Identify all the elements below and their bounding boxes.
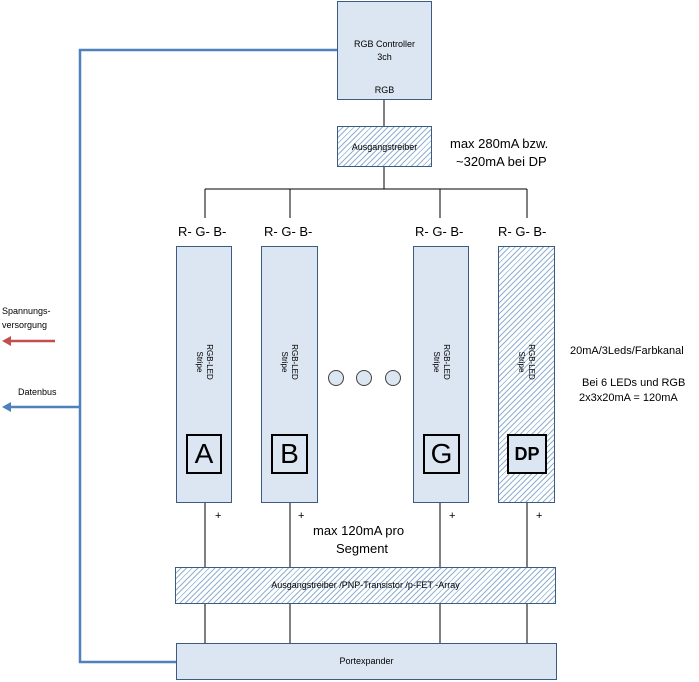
stripe-dp: RGB-LED Stripe DP	[498, 246, 555, 503]
power-arrow-head	[2, 336, 11, 346]
output-driver-bottom-label: Ausgangstreiber /PNP-Transistor /p-FET -…	[271, 580, 460, 590]
output-driver-top: Ausgangstreiber	[337, 126, 432, 167]
stripe-g-label-line1: RGB-LED	[442, 344, 451, 380]
stripe-b-label: RGB-LED Stripe	[279, 322, 299, 402]
stripe-b-pins: R- G- B-	[264, 224, 313, 239]
note-segment-line2: Segment	[336, 541, 389, 556]
stripe-b-plus: +	[298, 510, 305, 522]
segment-b-badge: B	[271, 434, 308, 474]
port-expander: Portexpander	[176, 643, 557, 680]
ellipsis-dot-3	[385, 370, 401, 386]
port-expander-label: Portexpander	[339, 656, 394, 666]
stripe-a: RGB-LED Stripe A	[176, 246, 232, 503]
rgb-controller-subtitle: 3ch	[377, 52, 392, 62]
output-driver-top-label: Ausgangstreiber	[351, 142, 418, 152]
stripe-a-label-line1: RGB-LED	[205, 344, 214, 380]
stripe-b: RGB-LED Stripe B	[261, 246, 318, 503]
stripe-g-label-line2: Stripe	[432, 351, 441, 373]
note-right-line1: 20mA/3Leds/Farbkanal	[570, 345, 684, 357]
segment-dp-badge: DP	[507, 434, 547, 474]
stripe-a-label: RGB-LED Stripe	[194, 322, 214, 402]
stripe-dp-label: RGB-LED Stripe	[516, 322, 536, 402]
note-top-line1: max 280mA bzw.	[450, 136, 549, 151]
segment-a-badge: A	[186, 434, 222, 474]
output-driver-bottom: Ausgangstreiber /PNP-Transistor /p-FET -…	[175, 567, 556, 604]
rgb-controller-box: RGB Controller 3ch RGB	[337, 1, 432, 100]
rgb-controller-port: RGB	[374, 85, 395, 95]
stripe-g-label: RGB-LED Stripe	[431, 322, 451, 402]
stripe-a-plus: +	[215, 510, 222, 522]
ellipsis-dot-1	[328, 370, 344, 386]
rgb-controller-title: RGB Controller	[353, 39, 416, 49]
note-right-line3: 2x3x20mA = 120mA	[579, 392, 678, 404]
stripe-dp-label-line1: RGB-LED	[527, 344, 536, 380]
data-bus-label: Datenbus	[18, 387, 57, 397]
stripe-g: RGB-LED Stripe G	[413, 246, 469, 503]
stripe-dp-pins: R- G- B-	[498, 224, 547, 239]
stripe-b-label-line2: Stripe	[280, 351, 289, 373]
stripe-g-pins: R- G- B-	[415, 224, 464, 239]
note-right-line2: Bei 6 LEDs und RGB	[582, 377, 686, 389]
stripe-dp-plus: +	[536, 510, 543, 522]
segment-g-badge: G	[423, 434, 460, 474]
stripe-dp-label-line2: Stripe	[517, 351, 526, 373]
power-supply-line2: versorgung	[2, 320, 48, 330]
stripe-g-plus: +	[449, 510, 456, 522]
data-bus-line	[78, 48, 337, 664]
data-bus-arrow-head	[2, 402, 11, 412]
note-segment-line1: max 120mA pro	[313, 523, 405, 538]
stripe-a-label-line2: Stripe	[195, 351, 204, 373]
ellipsis-dot-2	[356, 370, 372, 386]
stripe-b-label-line1: RGB-LED	[290, 344, 299, 380]
power-supply-line1: Spannungs-	[2, 306, 51, 316]
note-top-line2: ~320mA bei DP	[456, 154, 547, 169]
stripe-a-pins: R- G- B-	[178, 224, 227, 239]
